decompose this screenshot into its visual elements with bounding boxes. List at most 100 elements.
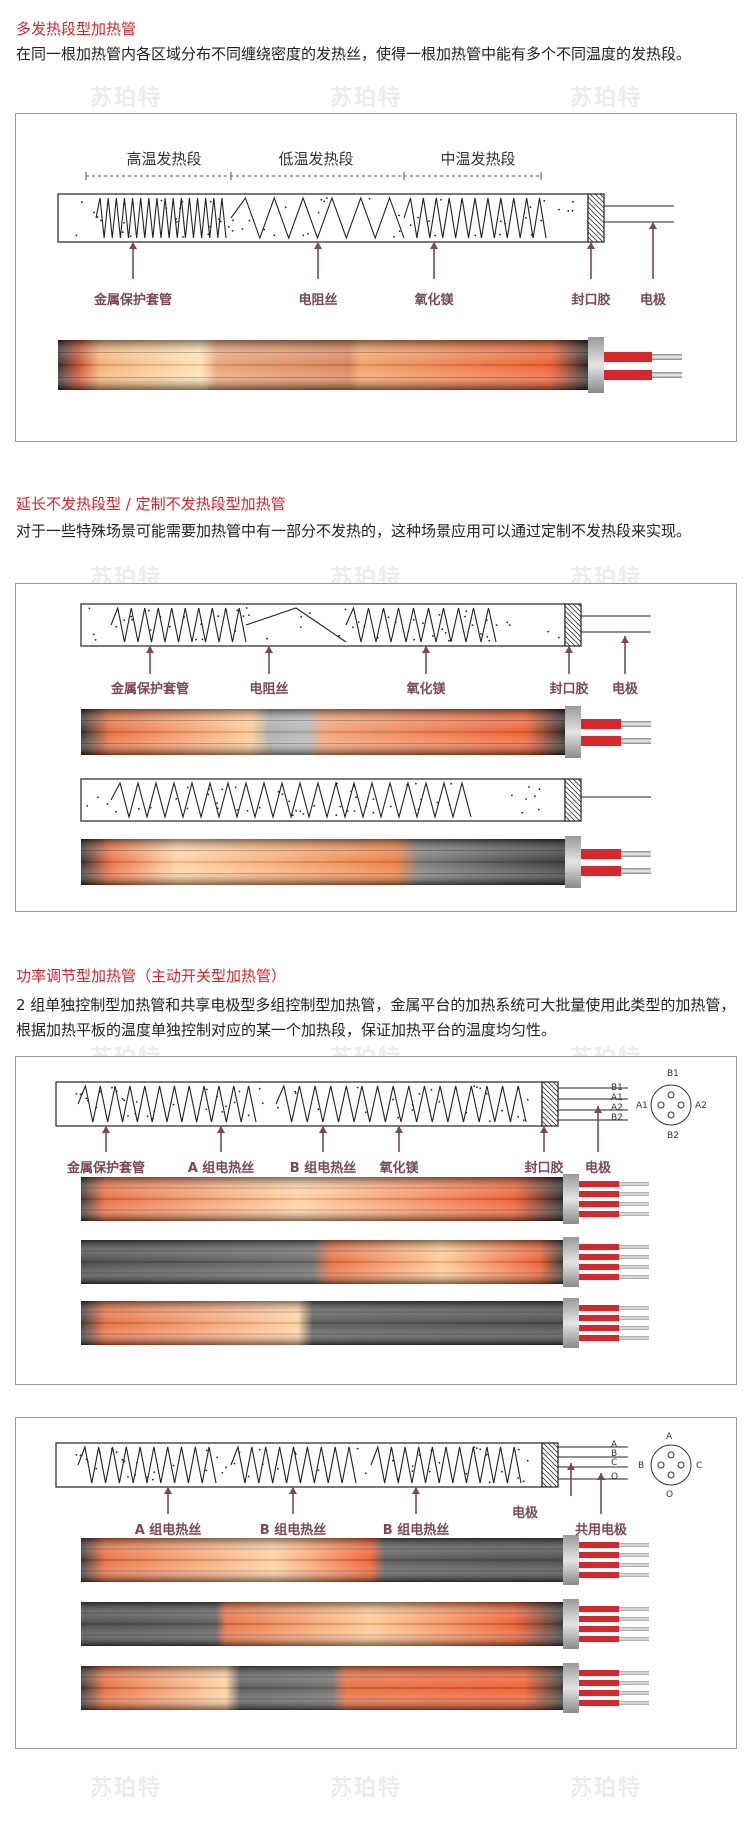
seal-hatch [572,603,582,613]
mgo-dot [356,1447,359,1450]
label-seal: 封口胶 [549,682,589,697]
mgo-dot [499,220,502,223]
mgo-dot [207,793,210,796]
mgo-dot [241,228,244,230]
mgo-dot [444,631,447,634]
watermark-text: 苏珀特 [330,86,403,111]
seal-hatch [564,625,582,643]
mgo-dot [129,235,132,238]
mgo-dot [216,802,219,805]
connector-pin [677,1461,685,1469]
mgo-dot [413,638,415,641]
resistance-wire [275,1084,527,1123]
mgo-dot [96,216,99,218]
pointer-arrowhead [540,1126,548,1133]
mgo-dot [111,1086,113,1089]
heater-shading [81,1538,563,1582]
mgo-dot [448,639,450,642]
pin-label: B1 [611,1083,623,1093]
lead-insulation [579,1264,619,1270]
lead-insulation [581,849,621,859]
pointer-arrowhead [587,242,595,249]
mgo-dot [263,228,266,231]
label-sheath: 金属保护套管 [66,1161,146,1176]
label-wire: 电阻丝 [298,293,338,308]
lead-insulation [579,1191,619,1197]
schematic-1 [57,172,682,393]
mgo-dot [411,1470,414,1472]
pin-label: B2 [611,1113,623,1123]
mgo-dot [488,639,491,642]
lead-wire [619,1637,649,1641]
seal-hatch [552,1081,559,1088]
pointer-arrowhead [621,636,629,643]
mgo-dot [438,614,441,616]
mgo-dot [308,612,311,614]
lead-insulation [579,1181,619,1187]
mgo-dot [115,1451,118,1454]
mgo-dot [277,1106,279,1109]
seal-hatch [542,1442,559,1459]
mgo-dot [123,1099,125,1102]
mgo-dot [323,200,325,203]
lead-wire [619,1573,649,1577]
pointer-arrowhead [597,1473,605,1480]
mgo-dot [326,197,328,199]
lead-insulation [604,370,652,380]
seal-hatch [587,221,605,239]
mgo-dot [335,814,338,817]
section-desc-3: 2 组单独控制型加热管和共享电极型多组控制型加热管，金属平台的加热系统可大批量使… [16,996,736,1039]
mgo-dot [465,610,468,613]
section-desc-2: 对于一些特殊场景可能需要加热管中有一部分不发热的，这种场景应用可以通过定制不发热… [16,522,692,540]
mgo-dot [300,615,303,618]
seal-hatch [567,778,582,793]
mgo-dot [152,1478,154,1481]
lead-wire [619,1316,649,1320]
zone-low: 低温发热段 [278,150,354,168]
lead-insulation [579,1572,619,1578]
label-a-wire: A 组电热丝 [187,1161,255,1176]
seal-hatch [564,785,582,803]
seal-hatch [564,795,582,813]
mgo-dot [409,224,412,226]
mgo-dot [526,1098,529,1101]
mgo-dot [131,618,133,621]
mgo-dot [277,1467,279,1470]
resistance-wire [77,1445,217,1484]
mgo-dot [80,201,83,204]
mgo-dot [479,1087,482,1090]
mgo-dot [571,209,574,212]
mgo-dot [521,811,524,814]
resistance-wire [110,606,247,643]
mgo-dot [261,1102,264,1105]
mgo-dot [320,198,323,201]
lead-wire [619,1202,649,1206]
pointer-arrowhead [565,646,573,653]
lead-wire [619,1212,649,1216]
mgo-dot [221,1472,224,1474]
lead-insulation [579,1700,619,1706]
pointer-arrowhead [395,1126,403,1133]
mgo-dot [85,1097,88,1100]
mgo-dot [238,1090,241,1093]
seal-hatch [547,1442,559,1454]
seal-hatch [541,1461,559,1479]
label-wire: 电阻丝 [249,682,289,697]
mgo-dot [412,619,415,621]
lead-wire [619,1326,649,1330]
mgo-dot [430,1088,433,1091]
lead-insulation [581,866,621,876]
seal-hatch [577,778,582,783]
lead-wire [621,721,651,727]
mgo-dot [476,1447,478,1450]
label-seal: 封口胶 [571,293,611,308]
mgo-dot [543,199,546,202]
seal-hatch [541,1481,548,1488]
mgo-dot [92,633,95,636]
lead-wire [619,1691,649,1695]
seal-hatch [589,193,605,209]
mgo-dot [339,805,342,808]
mgo-dot [100,219,102,222]
mgo-dot [508,624,511,626]
mgo-dot [146,1115,149,1118]
